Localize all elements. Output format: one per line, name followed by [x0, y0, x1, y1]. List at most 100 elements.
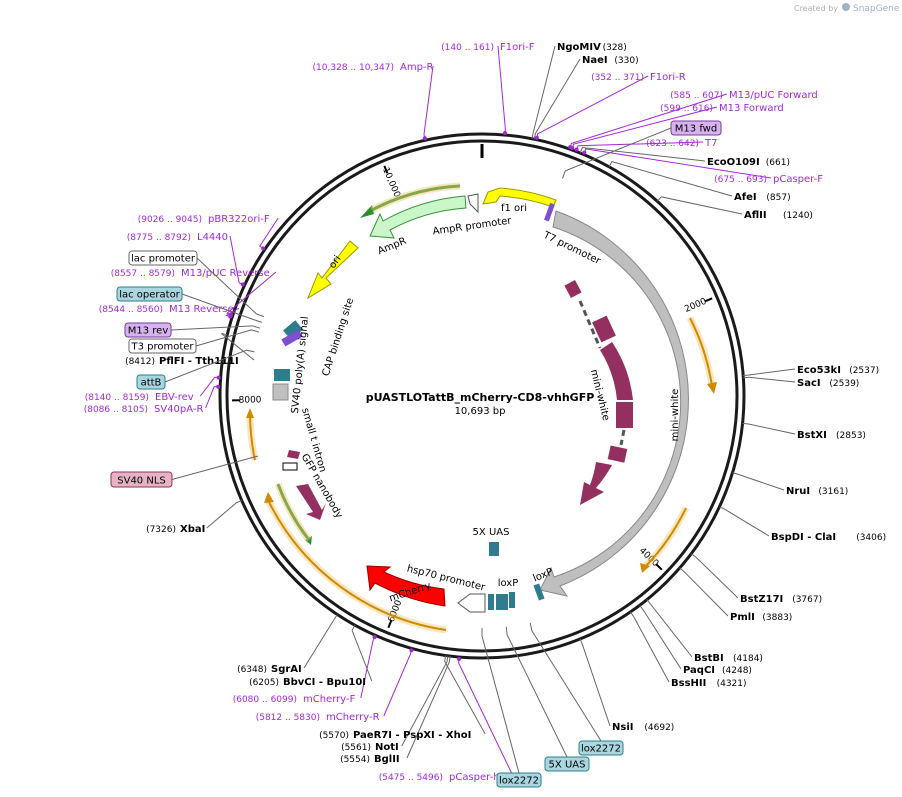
enzyme-leader-sgrai	[303, 614, 338, 669]
enzyme-name: BstXI	[797, 430, 827, 441]
enzyme-name: BglII	[374, 754, 400, 765]
enzyme-bsshii: BssHII(4321)	[671, 678, 747, 689]
enzyme-name: XbaI	[180, 524, 205, 535]
cap-binding-marker	[283, 320, 303, 340]
enzyme-leader-aflii	[656, 196, 743, 215]
primer-name: mCherry-R	[326, 712, 380, 723]
feature-label-loxp: loxP	[498, 578, 519, 589]
ori-arrow	[306, 240, 359, 300]
primer-site-amp-r	[422, 136, 427, 141]
enzyme-position: (2537)	[849, 366, 879, 376]
feature-box-attb: attB	[136, 349, 255, 390]
primer-ebv-rev: (8140 .. 8159)EBV-rev	[85, 375, 221, 403]
enzyme-position: (5554)	[340, 755, 370, 765]
enzyme-position: (2853)	[836, 431, 866, 441]
enzyme-aflii: AflII(1240)	[744, 210, 813, 221]
enzyme-name: NaeI	[582, 55, 608, 66]
mini-white-exons	[564, 280, 633, 505]
feature-box-label: 5X UAS	[549, 760, 586, 771]
snapgene-logo-icon	[842, 3, 850, 11]
enzyme-ngomiv: NgoMIV(328)	[557, 42, 627, 53]
enzyme-leader-paer7i-pspxi-xhoi	[444, 655, 486, 735]
enzyme-paer7i-pspxi-xhoi: (5570)PaeR7I - PspXI - XhoI	[319, 730, 471, 741]
enzyme-position: (857)	[766, 193, 790, 203]
enzyme-afei: AfeI(857)	[734, 192, 791, 203]
enzyme-paqci: PaqCI(4248)	[683, 665, 752, 676]
enzyme-position: (6205)	[249, 678, 279, 688]
ampr-orf-arrow	[371, 184, 461, 212]
enzyme-position: (4248)	[722, 666, 752, 676]
primer-site-f1ori-r	[534, 135, 539, 140]
hsp70-promoter-arrow	[457, 593, 486, 613]
enzyme-position: (8412)	[125, 357, 155, 367]
enzyme-bbvci-bpu10i: (6205)BbvCI - Bpu10I	[249, 677, 366, 688]
enzyme-leader-nrui	[732, 472, 785, 491]
enzyme-name: NotI	[375, 742, 399, 753]
enzyme-name: BstZ17I	[740, 594, 783, 605]
primer-mcherry-f: (6080 .. 6099)mCherry-F	[233, 635, 377, 705]
feature-box-m13-fwd: M13 fwd	[562, 120, 722, 179]
enzyme-pflfi-tth111i: (8412)PflFI - Tth111I	[125, 356, 239, 367]
enzyme-name: NgoMIV	[557, 42, 601, 53]
enzyme-leader-ecoo109i	[579, 146, 706, 162]
primer-position: (9026 .. 9045)	[138, 215, 202, 225]
enzyme-bstbi: BstBI(4184)	[694, 653, 763, 664]
enzyme-xbai: (7326)XbaI	[146, 524, 205, 535]
tick-mark-4000	[655, 563, 663, 571]
feature-box-lox2272: lox2272	[481, 628, 542, 788]
gfp-nanobody-arrow	[296, 484, 326, 520]
primer-l4440: (8775 .. 8792) L4440	[127, 232, 245, 287]
t7-promoter-marker	[544, 202, 555, 222]
enzyme-position: (6348)	[237, 665, 267, 675]
primer-position: (623 .. 642)	[646, 139, 699, 149]
feature-box-leader	[529, 622, 602, 742]
enzyme-sgrai: (6348)SgrAI	[237, 664, 302, 675]
primer-name: M13/pUC Forward	[729, 90, 818, 101]
primer-site-l4440	[240, 282, 245, 287]
feature-box-5x-uas: 5X UAS	[505, 626, 590, 772]
primer-name: Amp-R	[400, 62, 434, 73]
enzyme-leader-eco53ki	[743, 368, 796, 376]
enzyme-leader-saci	[743, 376, 796, 383]
enzyme-position: (5570)	[319, 731, 349, 741]
lac-region-marker	[281, 329, 303, 347]
enzyme-position: (2539)	[829, 379, 859, 389]
enzyme-name: PmlI	[730, 612, 755, 623]
enzyme-nsii: NsiI(4692)	[612, 722, 674, 733]
primer-name: L4440	[197, 232, 228, 243]
feature-label-f1-ori: f1 ori	[501, 203, 527, 214]
primer-m13-reverse: (8544 .. 8560) M13 Reverse	[99, 304, 234, 319]
ampr-arrow	[369, 195, 467, 239]
enzyme-leader-bspdi-clai	[719, 506, 770, 537]
feature-box-label: T3 promoter	[130, 342, 194, 353]
primer-leader-sv40pa-r	[205, 386, 221, 409]
enzyme-bglii: (5554) BglII	[340, 754, 400, 765]
primer-name: EBV-rev	[155, 392, 194, 403]
feature-box-label: lox2272	[581, 744, 621, 755]
primer-position: (140 .. 161)	[441, 43, 494, 53]
primer-position: (8775 .. 8792)	[127, 233, 191, 243]
feature-box-leader	[164, 349, 255, 383]
uas-block	[496, 594, 508, 610]
primer-name: M13 Reverse	[169, 304, 234, 315]
enzyme-name: SacI	[797, 378, 821, 389]
plasmid-length: 10,693 bp	[455, 406, 506, 417]
tick-label-8000: 8000	[239, 395, 262, 405]
primer-name: F1ori-R	[650, 72, 686, 83]
primer-leader-amp-r	[423, 65, 434, 141]
feature-box-lac-operator: lac operator	[116, 286, 263, 323]
feature-box-leader	[481, 628, 520, 774]
enzyme-name: NruI	[786, 486, 810, 497]
primer-position: (8544 .. 8560)	[99, 305, 163, 315]
primer-leader-f1ori-r	[535, 75, 649, 140]
enzyme-position: (661)	[766, 158, 790, 168]
primer-name: pCasper-hs	[449, 772, 505, 783]
primer-site-t7	[574, 147, 579, 152]
feature-box-leader	[170, 325, 261, 331]
feature-box-leader	[562, 127, 672, 179]
primer-t7: (623 .. 642)T7	[574, 138, 717, 152]
sv40-polya-marker	[272, 383, 289, 401]
enzyme-leader-bsshii	[629, 611, 670, 683]
enzyme-position: (330)	[614, 56, 638, 66]
enzyme-ecoo109i: EcoO109I(661)	[707, 157, 790, 168]
